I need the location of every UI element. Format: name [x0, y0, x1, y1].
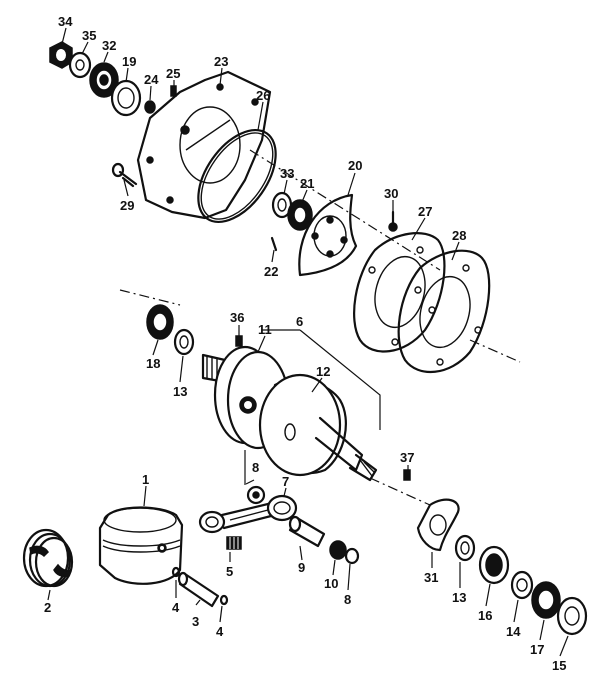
label-20: 20 — [348, 158, 362, 173]
washer-35 — [68, 51, 92, 79]
washer-8-lower — [344, 547, 360, 565]
label-35: 35 — [82, 28, 96, 43]
label-6: 6 — [296, 314, 303, 329]
label-21: 21 — [300, 176, 314, 191]
pin-22 — [270, 236, 278, 252]
label-14: 14 — [506, 624, 521, 639]
plate-31 — [416, 498, 460, 552]
seal-13-lower — [454, 534, 476, 562]
label-5: 5 — [226, 564, 233, 579]
label-27: 27 — [418, 204, 432, 219]
label-25: 25 — [166, 66, 180, 81]
label-19: 19 — [122, 54, 136, 69]
clip-4-right — [219, 594, 229, 606]
connecting-rod-7 — [198, 494, 298, 534]
seal-15 — [556, 596, 588, 636]
bearing-18 — [146, 304, 174, 340]
bearing-32 — [89, 62, 119, 98]
label-9: 9 — [298, 560, 305, 575]
label-1: 1 — [142, 472, 149, 487]
label-4-left: 4 — [172, 600, 180, 615]
plate-20 — [298, 193, 358, 277]
piston-1 — [98, 506, 184, 585]
label-34: 34 — [58, 14, 73, 29]
axis-lines — [119, 149, 521, 506]
label-29: 29 — [120, 198, 134, 213]
seal-19 — [110, 79, 142, 117]
needle-bearing-5 — [226, 536, 242, 550]
label-30: 30 — [384, 186, 398, 201]
label-23: 23 — [214, 54, 228, 69]
piston-pin-3 — [177, 571, 220, 608]
bearing-17 — [531, 581, 561, 619]
label-26: 26 — [256, 88, 270, 103]
label-36: 36 — [230, 310, 244, 325]
label-8-lower: 8 — [344, 592, 351, 607]
piston-rings-2 — [22, 528, 74, 588]
label-7: 7 — [282, 474, 289, 489]
crank-pin-9 — [288, 515, 326, 548]
bearing-16 — [478, 545, 510, 585]
screw-29 — [111, 162, 138, 188]
label-16: 16 — [478, 608, 492, 623]
label-2: 2 — [44, 600, 51, 615]
label-13-upper: 13 — [173, 384, 187, 399]
seal-13-upper — [173, 328, 195, 356]
needle-bearing-10 — [329, 540, 347, 560]
label-4-right: 4 — [216, 624, 224, 639]
label-11: 11 — [258, 322, 272, 337]
washer-8-upper — [246, 485, 266, 505]
nut-34 — [49, 41, 73, 69]
pin-30 — [388, 210, 398, 232]
clip-4-left — [171, 566, 181, 578]
part-labels: 34 35 32 19 24 25 23 26 29 33 21 20 22 3… — [44, 14, 566, 673]
pin-37 — [403, 469, 411, 481]
label-15: 15 — [552, 658, 566, 673]
label-22: 22 — [264, 264, 278, 279]
leader-lines — [47, 27, 569, 657]
label-13-lower: 13 — [452, 590, 466, 605]
crankcase-cover-23 — [136, 70, 272, 220]
plate-28 — [397, 249, 491, 373]
label-3: 3 — [192, 614, 199, 629]
label-12: 12 — [316, 364, 330, 379]
label-8-upper: 8 — [252, 460, 259, 475]
o-ring-26 — [197, 128, 277, 224]
plug-24 — [144, 100, 156, 114]
crankshaft-assembly — [201, 345, 378, 482]
bearing-21 — [287, 199, 313, 231]
label-33: 33 — [280, 166, 294, 181]
label-28: 28 — [452, 228, 466, 243]
label-10: 10 — [324, 576, 338, 591]
pin-25 — [170, 85, 177, 97]
washer-14 — [510, 570, 534, 600]
label-17: 17 — [530, 642, 544, 657]
label-37: 37 — [400, 450, 414, 465]
label-24: 24 — [144, 72, 159, 87]
pin-36 — [235, 325, 243, 347]
label-32: 32 — [102, 38, 116, 53]
label-18: 18 — [146, 356, 160, 371]
label-31: 31 — [424, 570, 438, 585]
bracket-6 — [262, 329, 381, 430]
